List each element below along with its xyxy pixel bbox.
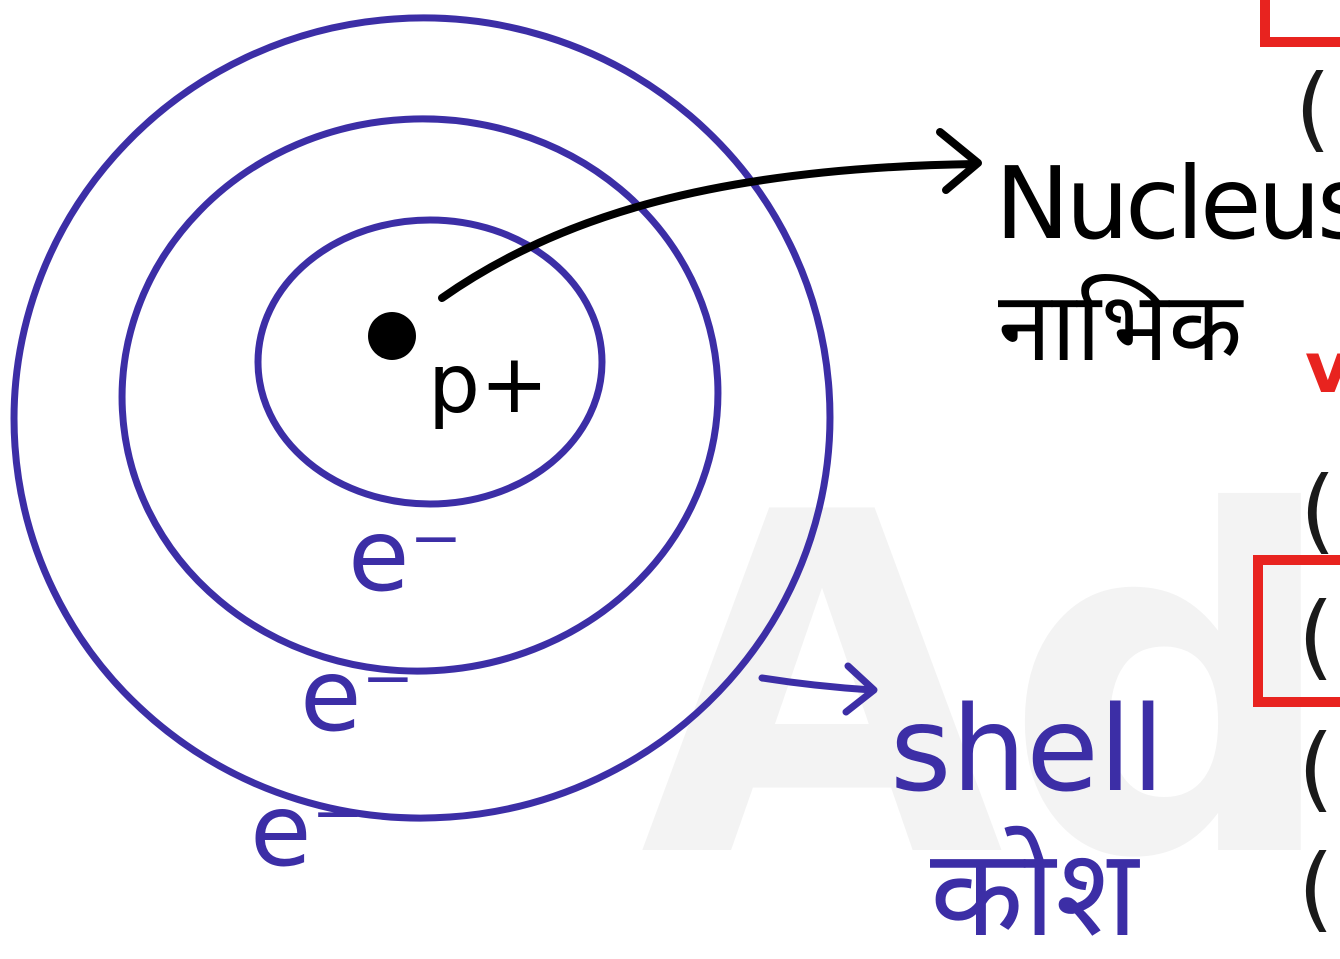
option-paren-5: ( [1298, 835, 1334, 942]
electron-label-middle: e⁻ [300, 637, 414, 754]
electron-label-outer: e⁻ [250, 772, 364, 889]
option-paren-4: ( [1298, 715, 1334, 822]
shell-annotation: shell [890, 680, 1164, 818]
highlight-letter-v: v [1305, 327, 1340, 409]
electron-label-inner: e⁻ [348, 497, 462, 614]
highlight-box-top [1265, 0, 1340, 42]
shell-annotation-hindi: कोश [930, 822, 1140, 959]
nucleus-pointer-arrow [442, 164, 975, 298]
nucleus-annotation-hindi: नाभिक [998, 271, 1244, 383]
nucleus-annotation: Nucleus [995, 145, 1340, 262]
nucleus-dot [368, 312, 416, 360]
option-paren-3: ( [1298, 583, 1334, 690]
nucleus-charge-label: p+ [428, 337, 549, 432]
option-paren-2: ( [1300, 457, 1336, 564]
